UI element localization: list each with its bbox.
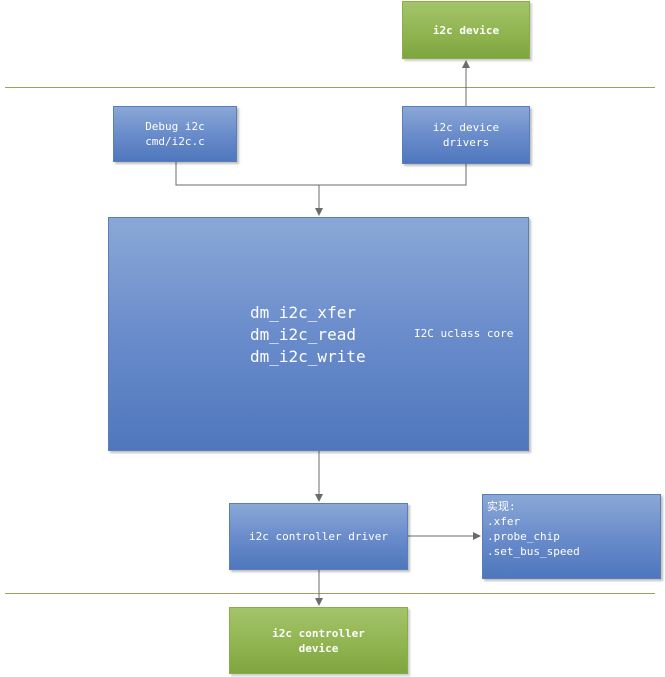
impl-xfer: .xfer (487, 515, 521, 528)
bottom-separator-line (5, 593, 655, 594)
drivers-label-line1: i2c device (432, 121, 500, 134)
uclass-core-label: I2C uclass core (414, 327, 514, 340)
i2c-device-drivers-node: i2c device drivers (402, 106, 530, 164)
core-function-list: dm_i2c_xfer dm_i2c_read dm_i2c_write (250, 302, 366, 368)
debug-i2c-label-line1: Debug i2c (145, 120, 205, 133)
core-function-read: dm_i2c_read (250, 325, 356, 344)
core-function-xfer: dm_i2c_xfer (250, 303, 356, 322)
i2c-device-label: i2c device (432, 23, 500, 37)
i2c-controller-driver-node: i2c controller driver (229, 503, 408, 570)
controller-device-label-line2: device (298, 641, 339, 655)
impl-title: 实现: (487, 500, 516, 513)
i2c-uclass-core-node (108, 217, 529, 451)
debug-i2c-label-line2: cmd/i2c.c (145, 135, 205, 148)
top-separator-line (5, 87, 655, 88)
implementation-node: 实现: .xfer .probe_chip .set_bus_speed (482, 494, 661, 579)
impl-set-bus-speed: .set_bus_speed (487, 545, 580, 558)
i2c-controller-device-node: i2c controller device (229, 607, 408, 674)
controller-driver-label: i2c controller driver (248, 530, 389, 543)
i2c-device-node: i2c device (402, 1, 530, 59)
drivers-label-line2: drivers (442, 136, 490, 149)
core-function-write: dm_i2c_write (250, 347, 366, 366)
drivers-to-core-connector (319, 164, 467, 186)
debug-i2c-node: Debug i2c cmd/i2c.c (113, 106, 237, 162)
debug-to-core-connector (175, 162, 319, 186)
controller-device-label-line1: i2c controller (272, 626, 365, 640)
impl-probe-chip: .probe_chip (487, 530, 560, 543)
